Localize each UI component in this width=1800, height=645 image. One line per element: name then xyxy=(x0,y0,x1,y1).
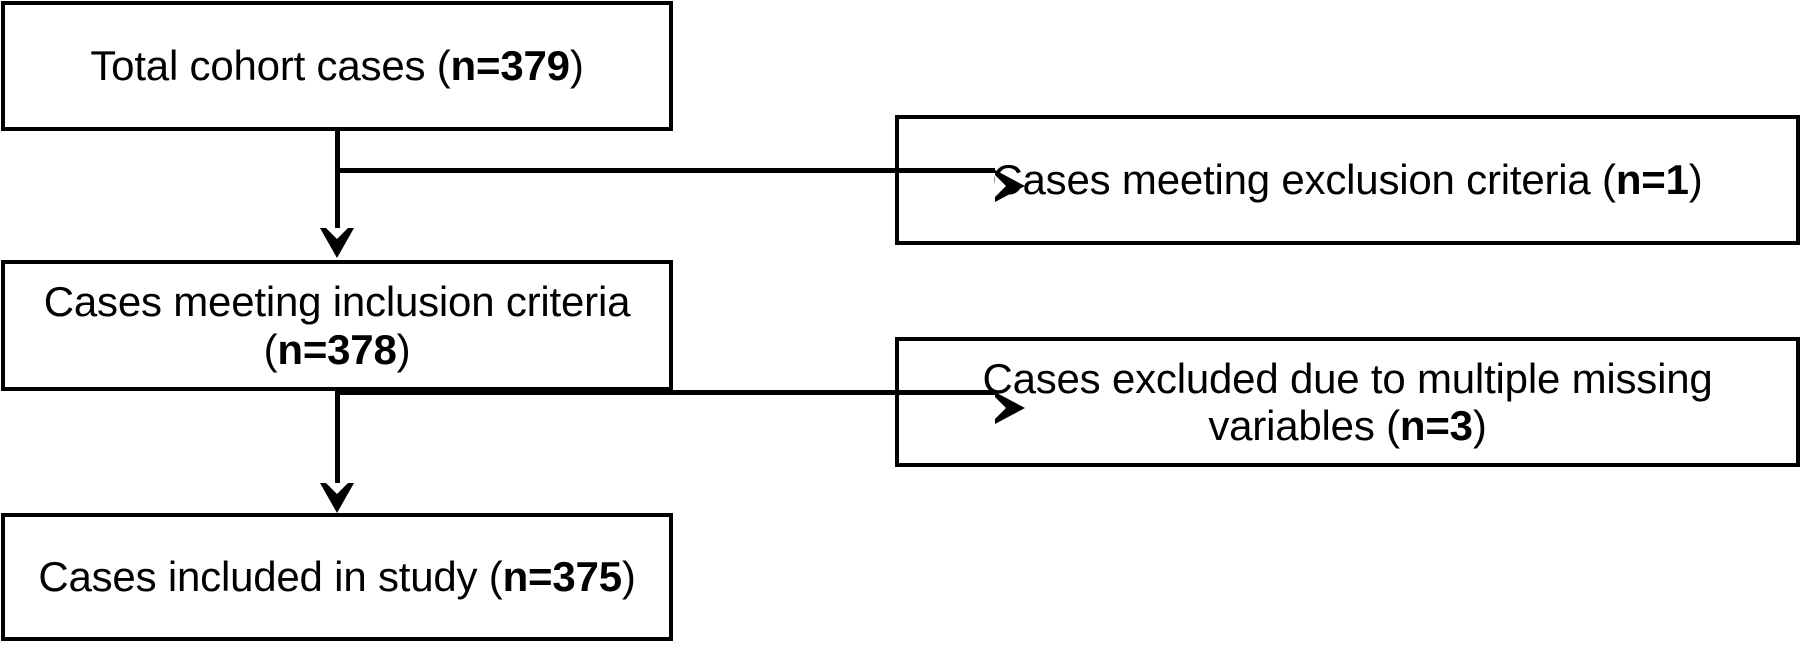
connector-line-inclusion-to-included xyxy=(335,391,340,483)
node-total-cohort-label: Total cohort cases (n=379) xyxy=(90,42,584,90)
node-total-cohort: Total cohort cases (n=379) xyxy=(1,1,673,131)
node-included-in-study-label: Cases included in study (n=375) xyxy=(38,553,636,601)
arrow-down-icon-total-to-inclusion xyxy=(320,228,354,258)
connector-line-inclusion-to-missing xyxy=(337,390,995,395)
connector-line-total-to-inclusion xyxy=(335,130,340,230)
connector-line-total-to-exclusion xyxy=(337,168,995,173)
node-included-in-study: Cases included in study (n=375) xyxy=(1,513,673,641)
node-missing-variables-label: Cases excluded due to multiple missing v… xyxy=(982,354,1713,449)
node-exclusion-criteria: Cases meeting exclusion criteria (n=1) xyxy=(895,115,1800,245)
arrow-down-icon-inclusion-to-included xyxy=(320,483,354,513)
node-exclusion-criteria-label: Cases meeting exclusion criteria (n=1) xyxy=(992,156,1703,204)
node-inclusion-criteria: Cases meeting inclusion criteria (n=378) xyxy=(1,260,673,391)
arrow-right-icon-total-to-exclusion xyxy=(995,170,1025,202)
node-inclusion-criteria-label: Cases meeting inclusion criteria (n=378) xyxy=(43,278,631,373)
node-missing-variables: Cases excluded due to multiple missing v… xyxy=(895,337,1800,467)
arrow-right-icon-inclusion-to-missing xyxy=(995,392,1025,424)
